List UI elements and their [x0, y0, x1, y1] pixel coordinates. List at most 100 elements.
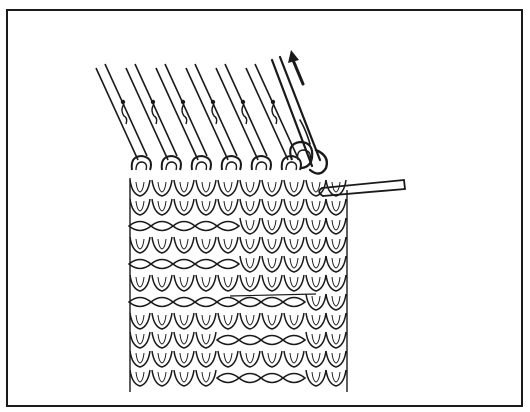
knit-stitch	[174, 370, 194, 386]
knit-stitch	[306, 294, 326, 310]
knit-stitch	[218, 199, 238, 215]
knit-stitch	[284, 275, 304, 291]
knit-stitch	[306, 313, 326, 329]
knit-stitch	[240, 256, 260, 272]
knit-stitch	[130, 199, 150, 215]
knit-stitch	[262, 218, 282, 234]
knit-stitch	[174, 332, 194, 348]
knit-stitch	[196, 180, 216, 196]
knit-stitch	[130, 275, 150, 291]
purl-stitch	[151, 222, 173, 231]
knit-stitch	[174, 351, 194, 367]
knit-stitch	[262, 275, 282, 291]
purl-stitch	[217, 222, 239, 231]
knit-stitch	[262, 199, 282, 215]
knitted-fabric	[129, 178, 347, 392]
knit-stitch	[326, 351, 346, 367]
knit-stitch	[130, 351, 150, 367]
knit-stitch	[284, 237, 304, 253]
knit-stitch	[240, 237, 260, 253]
purl-stitch	[151, 260, 173, 269]
knit-stitch	[152, 351, 172, 367]
knit-stitch	[196, 351, 216, 367]
knit-stitch	[152, 313, 172, 329]
purl-stitch	[283, 336, 305, 345]
knit-stitch	[174, 313, 194, 329]
purl-stitch	[239, 336, 261, 345]
direction-arrow-icon	[288, 50, 303, 84]
knit-stitch	[326, 256, 346, 272]
purl-stitch	[217, 298, 239, 307]
knit-stitch	[306, 332, 326, 348]
knit-stitch	[284, 180, 304, 196]
knit-stitch	[152, 275, 172, 291]
knit-stitch	[306, 218, 326, 234]
knit-stitch	[196, 275, 216, 291]
knit-stitch	[306, 275, 326, 291]
knit-stitch	[240, 199, 260, 215]
knit-stitch	[152, 370, 172, 386]
knit-stitch	[284, 218, 304, 234]
purl-stitch	[129, 260, 151, 269]
knit-stitch	[326, 237, 346, 253]
fabric-edge	[230, 294, 316, 296]
knit-stitch	[174, 199, 194, 215]
purl-stitch	[173, 298, 195, 307]
knit-stitch	[130, 332, 150, 348]
purl-stitch	[195, 260, 217, 269]
purl-stitch	[261, 298, 283, 307]
purl-stitch	[129, 222, 151, 231]
purl-stitch	[283, 298, 305, 307]
knit-stitch	[196, 370, 216, 386]
knit-stitch	[326, 313, 346, 329]
knit-stitch	[240, 275, 260, 291]
purl-stitch	[195, 222, 217, 231]
knit-stitch	[306, 370, 326, 386]
knit-stitch	[326, 332, 346, 348]
knit-stitch	[284, 313, 304, 329]
knit-stitch	[284, 256, 304, 272]
knit-stitch	[218, 313, 238, 329]
knit-stitch	[130, 313, 150, 329]
purl-stitch	[195, 298, 217, 307]
purl-stitch	[261, 336, 283, 345]
knit-stitch	[196, 199, 216, 215]
knit-stitch	[262, 256, 282, 272]
knit-stitch	[262, 313, 282, 329]
knit-stitch	[174, 237, 194, 253]
knit-stitch	[130, 237, 150, 253]
knit-stitch	[196, 237, 216, 253]
purl-stitch	[261, 374, 283, 383]
knit-stitch	[306, 256, 326, 272]
knit-stitch	[284, 199, 304, 215]
knit-stitch	[218, 351, 238, 367]
knit-stitch	[174, 180, 194, 196]
knit-stitch	[262, 237, 282, 253]
knit-stitch	[152, 199, 172, 215]
knit-stitch	[196, 332, 216, 348]
knit-stitch	[218, 180, 238, 196]
knit-stitch	[130, 370, 150, 386]
knit-stitch	[306, 237, 326, 253]
knit-stitch	[326, 370, 346, 386]
knit-stitch	[152, 237, 172, 253]
knit-stitch	[306, 199, 326, 215]
knit-stitch	[240, 313, 260, 329]
purl-stitch	[283, 374, 305, 383]
knit-stitch	[196, 313, 216, 329]
knit-stitch	[326, 199, 346, 215]
purl-stitch	[173, 222, 195, 231]
purl-stitch	[239, 298, 261, 307]
knit-stitch	[262, 180, 282, 196]
purl-stitch	[173, 260, 195, 269]
knit-stitch	[218, 237, 238, 253]
knit-stitch	[174, 275, 194, 291]
purl-stitch	[217, 260, 239, 269]
knit-stitch	[240, 351, 260, 367]
knit-stitch	[262, 351, 282, 367]
purl-stitch	[129, 298, 151, 307]
knit-stitch	[326, 218, 346, 234]
purl-stitch	[151, 298, 173, 307]
purl-stitch	[217, 374, 239, 383]
